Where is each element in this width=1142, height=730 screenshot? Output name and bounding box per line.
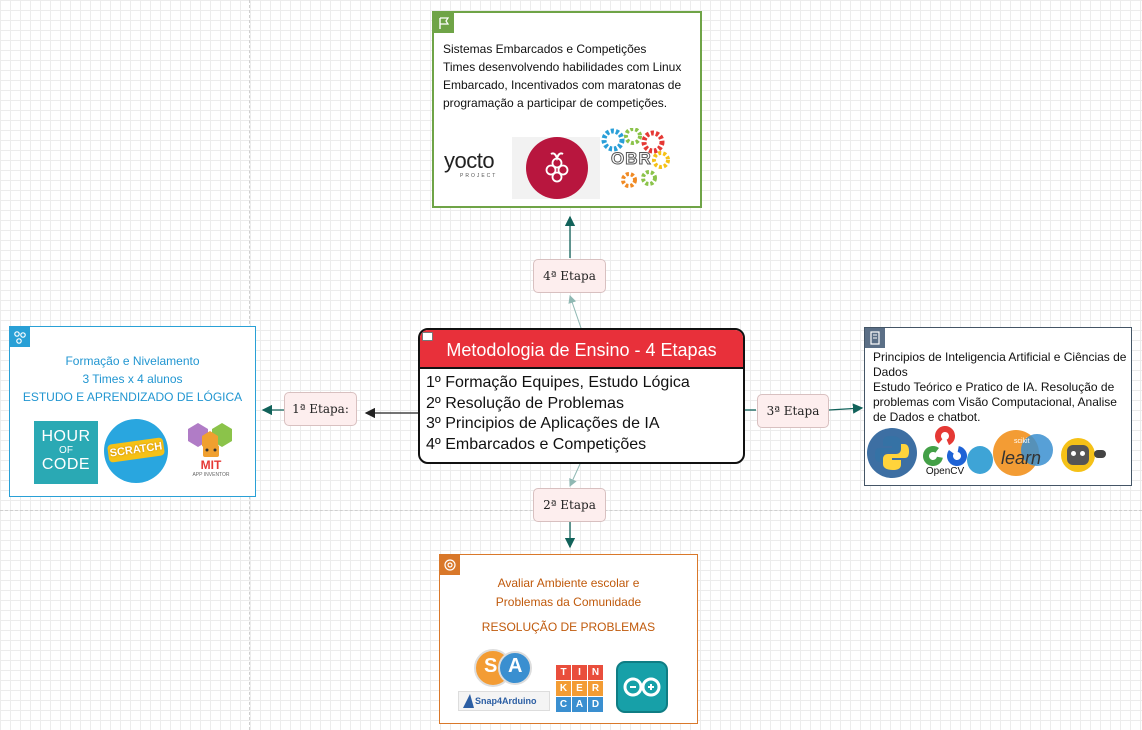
box4-line2: Times desenvolvendo habilidades com Linu…: [443, 60, 682, 74]
chatbot-logo: [1061, 438, 1107, 472]
box2-line1: Avaliar Ambiente escolar e Problemas da …: [495, 576, 642, 609]
mit-app-inventor-logo: MIT APP INVENTOR: [186, 421, 236, 485]
python-logo: [867, 428, 919, 478]
box1-line3: ESTUDO E APRENDIZADO DE LÓGICA: [22, 390, 243, 404]
note-icon: [422, 332, 433, 341]
box1-line1: Formação e Nivelamento: [65, 354, 200, 368]
opencv-logo: OpenCV: [921, 426, 969, 480]
box4-line1: Sistemas Embarcados e Competições: [443, 42, 647, 56]
flag-icon: [434, 13, 454, 33]
server-icon: [865, 328, 885, 348]
stage-2-box[interactable]: Avaliar Ambiente escolar e Problemas da …: [439, 554, 698, 724]
center-title: Metodologia de Ensino - 4 Etapas: [420, 330, 743, 369]
box3-line1: Principios de Inteligencia Artificial e …: [873, 350, 1127, 379]
network-icon: [10, 327, 30, 347]
stage-1-box[interactable]: Formação e Nivelamento 3 Times x 4 aluno…: [9, 326, 256, 497]
center-items: 1º Formação Equipes, Estudo Lógica 2º Re…: [420, 369, 743, 455]
box4-line4: programação a participar de competições.: [443, 96, 668, 110]
stage-3-label[interactable]: 3ª Etapa: [757, 394, 829, 428]
raspberry-pi-logo: [512, 137, 600, 199]
snap4arduino-logo: S A Snap4Arduino: [458, 649, 550, 719]
center-node[interactable]: Metodologia de Ensino - 4 Etapas 1º Form…: [418, 328, 745, 464]
stage-2-label[interactable]: 2ª Etapa: [533, 488, 606, 522]
stage-3-box[interactable]: Principios de Inteligencia Artificial e …: [864, 327, 1132, 486]
edge-stage3-to-box3: [828, 403, 864, 414]
target-icon: [440, 555, 460, 575]
scratch-logo: SCRATCH: [104, 419, 168, 483]
edge-center-to-stage2: [569, 463, 581, 487]
stage-4-label[interactable]: 4ª Etapa: [533, 259, 606, 293]
arduino-logo: [616, 661, 668, 713]
center-item-3: 3º Principios de Aplicações de IA: [426, 415, 660, 432]
box4-text: Sistemas Embarcados e Competições Times …: [443, 40, 681, 112]
stage-1-label[interactable]: 1ª Etapa:: [284, 392, 357, 426]
obr-logo: OBR: [599, 127, 671, 196]
box3-line2: Estudo Teórico e Pratico de IA. Resoluçã…: [873, 380, 1117, 424]
data-blob-icon: [967, 446, 993, 474]
edge-center-to-stage4: [568, 295, 582, 329]
scikit-learn-logo: scikit learn: [993, 428, 1055, 478]
box2-line2: RESOLUÇÃO DE PROBLEMAS: [481, 620, 656, 634]
hour-of-code-logo: HOUR OF CODE: [34, 421, 98, 484]
stage-4-box[interactable]: Sistemas Embarcados e Competições Times …: [432, 11, 702, 208]
center-item-2: 2º Resolução de Problemas: [426, 394, 624, 412]
center-item-1: 1º Formação Equipes, Estudo Lógica: [426, 374, 690, 391]
center-item-4: 4º Embarcados e Competições: [426, 435, 647, 453]
box4-line3: Embarcado, Incentivados com maratonas de: [443, 78, 682, 92]
tinkercad-logo: T I N K E R C A D: [556, 665, 604, 713]
box1-line2: 3 Times x 4 alunos: [82, 372, 183, 386]
yocto-logo: yocto PROJECT: [444, 148, 498, 180]
box3-text: Principios de Inteligencia Artificial e …: [873, 350, 1131, 425]
